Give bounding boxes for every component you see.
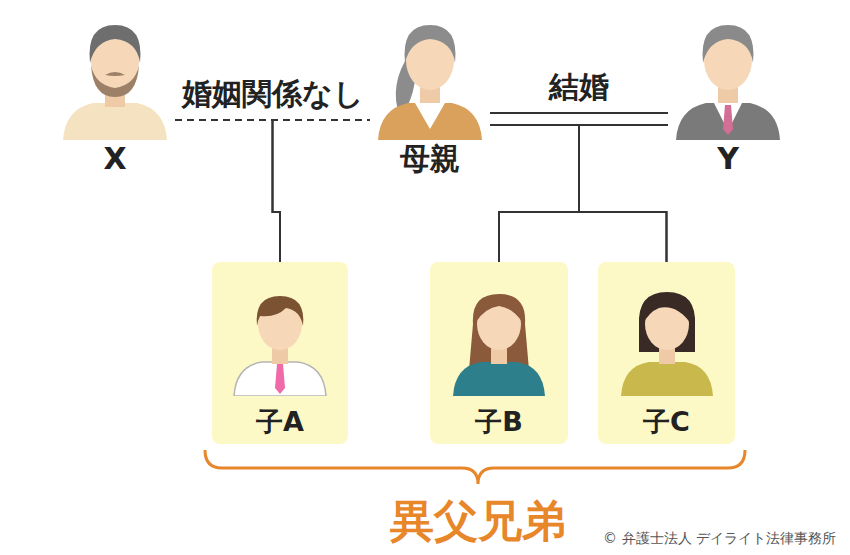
person-icon [55,5,175,140]
child-icon [220,274,340,396]
person-name: 子C [643,406,690,437]
child-icon [607,274,727,396]
person-name: Y [717,142,739,177]
relation-label: 結婚 [549,70,609,103]
person-icon [370,5,490,140]
copyright-note: © 弁護士法人 デイライト法律事務所 [603,530,836,548]
person-node: X [55,5,175,190]
parent-child-line [175,120,280,262]
parent-child-line [273,120,371,262]
parent-child-line [490,125,579,262]
person-name: 子B [475,406,523,437]
child-box: 子B [430,262,568,444]
child-box: 子C [598,262,735,444]
child-icon [439,274,559,396]
person-node: Y [668,5,788,190]
relation-label: 婚姻関係なし [182,77,364,110]
child-box: 子A [212,262,348,444]
person-name: X [103,142,126,177]
relation-line [490,113,668,125]
person-node: 母親 [370,5,490,190]
person-name: 母親 [400,142,460,177]
sibling-bracket [205,450,745,484]
person-name: 子A [256,406,304,437]
person-icon [668,5,788,140]
group-label: 異父兄弟 [390,492,566,551]
parent-child-line [579,125,668,262]
parent-child-line [499,125,668,262]
